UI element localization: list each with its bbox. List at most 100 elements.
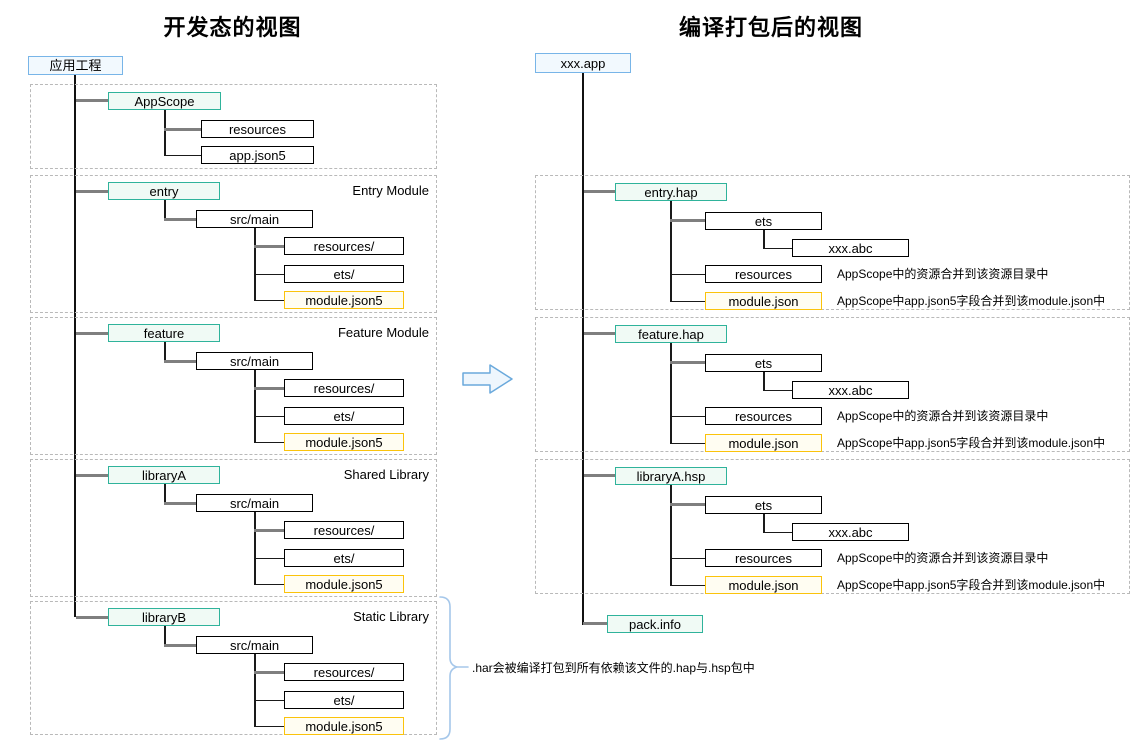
connector-line: [254, 726, 284, 727]
node-module-json: module.json: [705, 576, 822, 594]
connector-line: [670, 301, 705, 302]
group-feature-module: feature Feature Module src/main resource…: [30, 317, 437, 455]
node-entry: entry: [108, 182, 220, 200]
node-resources: resources/: [284, 521, 404, 539]
connector-line: [76, 332, 108, 335]
connector-line: [76, 99, 108, 102]
connector-line: [584, 474, 615, 477]
arrow-right-icon: [462, 364, 513, 394]
connector-line: [670, 443, 705, 444]
note-module-merge: AppScope中app.json5字段合并到该module.json中: [837, 578, 1106, 592]
connector-line: [164, 128, 201, 131]
root-node-app-project: 应用工程: [28, 56, 123, 75]
connector-line: [670, 219, 705, 222]
node-module-json5: module.json5: [284, 291, 404, 309]
connector-line: [164, 200, 166, 219]
group-appscope: AppScope resources app.json5: [30, 84, 437, 169]
root-node-xxx-app: xxx.app: [535, 53, 631, 73]
connector-line: [254, 529, 284, 532]
node-ets: ets: [705, 496, 822, 514]
connector-line: [254, 300, 284, 301]
connector-line: [583, 622, 607, 625]
note-resources-merge: AppScope中的资源合并到该资源目录中: [837, 267, 1049, 281]
note-module-merge: AppScope中app.json5字段合并到该module.json中: [837, 436, 1106, 450]
connector-line: [254, 584, 284, 585]
connector-line: [164, 626, 166, 645]
connector-line: [670, 558, 705, 559]
connector-line: [164, 502, 196, 505]
node-module-json5: module.json5: [284, 433, 404, 451]
note-module-merge: AppScope中app.json5字段合并到该module.json中: [837, 294, 1106, 308]
node-xxx-abc: xxx.abc: [792, 239, 909, 257]
node-resources: resources: [705, 407, 822, 425]
group-libraryA-hsp: libraryA.hsp ets xxx.abc resources AppSc…: [535, 459, 1130, 594]
module-type-label: Static Library: [353, 609, 429, 624]
connector-line: [763, 514, 765, 533]
connector-line: [670, 585, 705, 586]
node-xxx-abc: xxx.abc: [792, 523, 909, 541]
connector-line: [164, 484, 166, 503]
node-appscope: AppScope: [108, 92, 221, 110]
connector-line: [670, 274, 705, 275]
node-resources: resources/: [284, 237, 404, 255]
node-src-main: src/main: [196, 494, 313, 512]
connector-trunk-right: [582, 73, 584, 625]
connector-trunk-left: [74, 75, 76, 617]
connector-line: [164, 110, 166, 156]
group-entry-module: entry Entry Module src/main resources/ e…: [30, 175, 437, 313]
node-appscope-resources: resources: [201, 120, 314, 138]
node-src-main: src/main: [196, 352, 313, 370]
node-app-json5: app.json5: [201, 146, 314, 164]
node-entry-hap: entry.hap: [615, 183, 727, 201]
node-ets: ets/: [284, 265, 404, 283]
node-ets: ets/: [284, 691, 404, 709]
connector-line: [254, 387, 284, 390]
connector-line: [254, 558, 284, 559]
group-feature-hap: feature.hap ets xxx.abc resources AppSco…: [535, 317, 1130, 452]
node-resources: resources: [705, 549, 822, 567]
node-resources: resources/: [284, 379, 404, 397]
connector-line: [164, 155, 201, 156]
connector-line: [164, 360, 196, 363]
connector-line: [76, 616, 108, 619]
connector-line: [254, 671, 284, 674]
node-xxx-abc: xxx.abc: [792, 381, 909, 399]
module-type-label: Shared Library: [343, 467, 429, 482]
node-ets: ets: [705, 212, 822, 230]
connector-line: [670, 361, 705, 364]
connector-line: [763, 372, 765, 391]
group-libraryA-module: libraryA Shared Library src/main resourc…: [30, 459, 437, 597]
node-resources: resources/: [284, 663, 404, 681]
connector-line: [584, 332, 615, 335]
connector-line: [763, 390, 792, 391]
connector-line: [670, 416, 705, 417]
connector-line: [254, 512, 256, 585]
connector-line: [763, 230, 765, 249]
connector-line: [254, 654, 256, 727]
node-src-main: src/main: [196, 636, 313, 654]
connector-line: [670, 485, 672, 586]
connector-line: [164, 342, 166, 361]
connector-line: [584, 190, 615, 193]
group-libraryB-module: libraryB Static Library src/main resourc…: [30, 601, 437, 735]
connector-line: [254, 245, 284, 248]
group-entry-hap: entry.hap ets xxx.abc resources AppScope…: [535, 175, 1130, 310]
module-type-label: Feature Module: [337, 325, 429, 340]
node-resources: resources: [705, 265, 822, 283]
note-resources-merge: AppScope中的资源合并到该资源目录中: [837, 409, 1049, 423]
node-ets: ets/: [284, 407, 404, 425]
node-module-json: module.json: [705, 292, 822, 310]
connector-line: [670, 201, 672, 302]
connector-line: [670, 503, 705, 506]
connector-line: [254, 442, 284, 443]
dev-view-title: 开发态的视图: [163, 15, 302, 40]
connector-line: [763, 532, 792, 533]
node-src-main: src/main: [196, 210, 313, 228]
node-module-json: module.json: [705, 434, 822, 452]
connector-line: [254, 228, 256, 301]
node-feature-hap: feature.hap: [615, 325, 727, 343]
note-har-packaging: .har会被编译打包到所有依赖该文件的.hap与.hsp包中: [472, 661, 755, 675]
module-type-label: Entry Module: [352, 183, 429, 198]
build-view-title: 编译打包后的视图: [678, 15, 863, 40]
